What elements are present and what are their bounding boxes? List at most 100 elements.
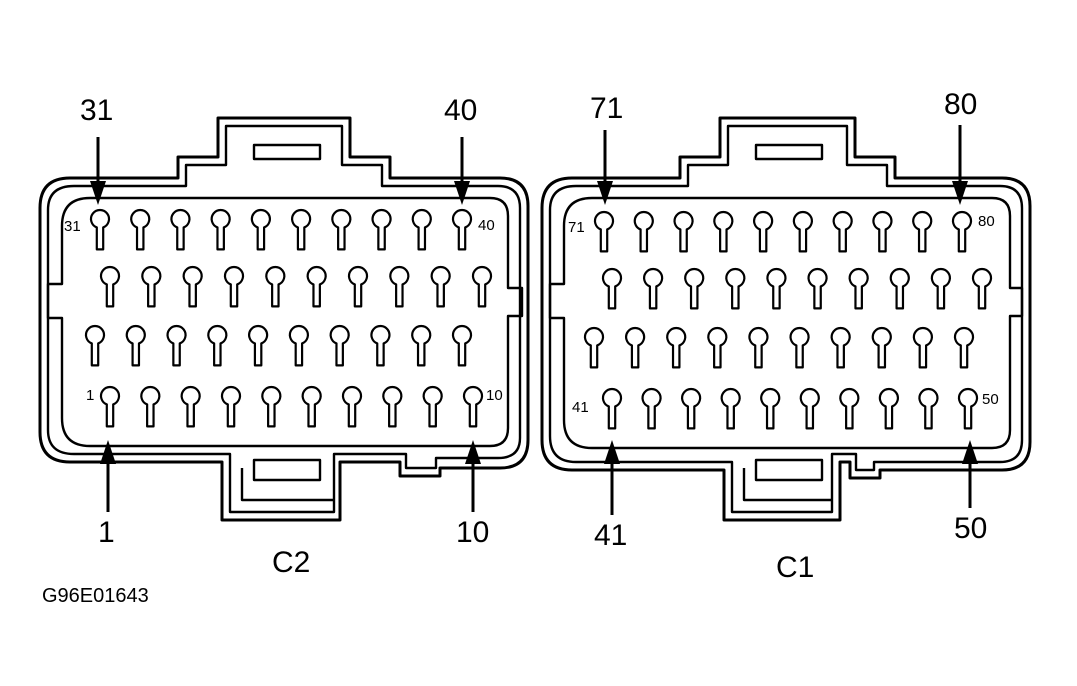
c1-pin-r2-8 <box>889 267 910 310</box>
c2-pin-r1-5 <box>250 208 271 251</box>
c2-pin-r2-7 <box>347 265 369 308</box>
c1-pin-r2-9 <box>930 267 951 310</box>
callout-label-c1-top-left: 71 <box>590 92 623 125</box>
callout-label-c1-bottom-left: 41 <box>594 519 627 552</box>
c2-pin-r4-7 <box>341 385 363 428</box>
c1-pin-r3-8 <box>871 326 892 369</box>
pin-label-c2-bottom-right: 10 <box>486 387 503 404</box>
c1-pin-r2-6 <box>807 267 828 310</box>
connector-c1-pins <box>583 210 993 430</box>
c1-pin-r2-2 <box>643 267 664 310</box>
c2-pin-r4-3 <box>180 385 201 428</box>
c1-pin-r1-5 <box>753 210 774 253</box>
callout-label-c2-bottom-left: 1 <box>98 516 115 549</box>
c2-pin-r1-6 <box>291 208 312 251</box>
pin-label-c1-top-left: 71 <box>568 219 585 236</box>
c1-pin-r4-2 <box>641 387 662 430</box>
callout-label-c2-top-left: 31 <box>80 94 113 127</box>
c1-pin-r1-4 <box>713 210 734 253</box>
connector-c1-housing <box>540 116 1032 522</box>
c2-pin-r4-2 <box>140 385 161 428</box>
c1-pin-r2-4 <box>725 267 746 310</box>
c2-pin-r3-10 <box>451 324 473 367</box>
c1-pin-r3-6 <box>789 326 810 369</box>
pin-label-c1-bottom-right: 50 <box>982 391 999 408</box>
callout-arrow-c2-1 <box>100 440 116 512</box>
c2-pin-r4-6 <box>301 385 322 428</box>
c2-pin-r3-3 <box>166 324 187 367</box>
connector-c1: 71 80 41 50 71 80 41 50 C1 <box>540 88 1032 584</box>
c2-pin-r2-5 <box>265 265 286 308</box>
c2-pin-r2-10 <box>471 265 493 308</box>
c1-pin-r1-6 <box>792 210 813 253</box>
figure-code: G96E01643 <box>42 585 149 607</box>
c1-pin-r3-4 <box>707 326 728 369</box>
c1-pin-r4-4 <box>720 387 741 430</box>
c1-pin-r4-1 <box>601 387 623 430</box>
connector-c2-housing <box>38 116 530 522</box>
c1-pin-r1-9 <box>912 210 933 253</box>
connector-c2: 31 40 1 10 31 40 1 10 C2 <box>38 94 530 579</box>
callout-label-c2-bottom-right: 10 <box>456 516 489 549</box>
connector-name-c2: C2 <box>272 546 310 579</box>
c2-pin-r1-10 <box>451 208 473 251</box>
c1-pin-r1-10 <box>951 210 973 253</box>
c2-pin-r1-7 <box>331 208 352 251</box>
c2-pin-r2-9 <box>430 265 451 308</box>
c2-pin-r3-8 <box>370 324 391 367</box>
c2-pin-r3-2 <box>125 324 146 367</box>
c2-pin-r4-9 <box>422 385 443 428</box>
connector-c2-pins <box>84 208 493 428</box>
c2-pin-r1-4 <box>210 208 231 251</box>
c1-pin-r4-9 <box>918 387 939 430</box>
c2-pin-r1-8 <box>371 208 392 251</box>
callout-arrow-c1-50 <box>962 440 978 508</box>
c1-pin-r3-7 <box>830 326 851 369</box>
callout-arrow-c2-10 <box>465 440 481 512</box>
c2-pin-r2-4 <box>223 265 245 308</box>
c2-pin-r4-5 <box>261 385 282 428</box>
c1-pin-r1-1 <box>593 210 615 253</box>
c1-pin-r4-8 <box>878 387 899 430</box>
c1-pin-r2-7 <box>848 267 869 310</box>
c2-pin-r2-6 <box>306 265 327 308</box>
callout-label-c1-bottom-right: 50 <box>954 512 987 545</box>
pin-label-c2-top-right: 40 <box>478 217 495 234</box>
c2-pin-r4-4 <box>220 385 242 428</box>
c2-pin-r1-2 <box>130 208 151 251</box>
c2-pin-r1-3 <box>170 208 191 251</box>
c1-pin-r2-10 <box>971 267 993 310</box>
callout-label-c2-top-right: 40 <box>444 94 477 127</box>
c1-pin-r2-5 <box>766 267 787 310</box>
c2-pin-r3-6 <box>288 324 309 367</box>
c2-pin-r3-5 <box>248 324 269 367</box>
c1-pin-r3-9 <box>912 326 933 369</box>
c2-pin-r4-10 <box>462 385 484 428</box>
c2-pin-r4-1 <box>99 385 121 428</box>
callout-arrow-c1-41 <box>604 440 620 515</box>
c2-pin-r1-9 <box>411 208 432 251</box>
c1-pin-r1-8 <box>872 210 893 253</box>
c1-pin-r4-7 <box>839 387 860 430</box>
pin-label-c2-bottom-left: 1 <box>86 387 94 404</box>
c1-pin-r2-1 <box>601 267 623 310</box>
callout-arrow-c2-31 <box>90 137 106 205</box>
pin-label-c1-bottom-left: 41 <box>572 399 589 416</box>
c1-pin-r3-2 <box>625 326 646 369</box>
connector-name-c1: C1 <box>776 551 814 584</box>
c2-pin-r2-3 <box>182 265 203 308</box>
pin-label-c1-top-right: 80 <box>978 213 995 230</box>
c1-pin-r4-6 <box>799 387 820 430</box>
c2-pin-r3-4 <box>207 324 228 367</box>
c1-pin-r2-3 <box>684 267 705 310</box>
c1-pin-r1-7 <box>832 210 853 253</box>
callout-arrow-c1-80 <box>952 125 968 205</box>
c2-pin-r4-8 <box>382 385 403 428</box>
c1-pin-r3-5 <box>748 326 769 369</box>
callout-arrow-c1-71 <box>597 130 613 205</box>
c2-pin-r1-1 <box>89 208 111 251</box>
callout-arrow-c2-40 <box>454 137 470 205</box>
c1-pin-r3-1 <box>583 326 605 369</box>
callout-label-c1-top-right: 80 <box>944 88 977 121</box>
